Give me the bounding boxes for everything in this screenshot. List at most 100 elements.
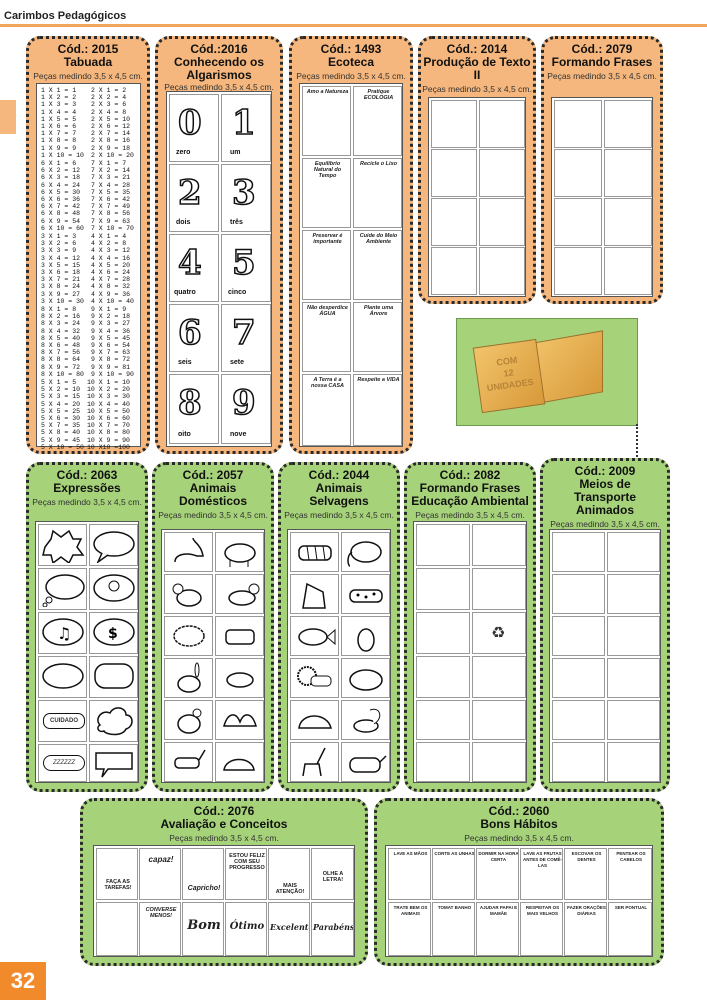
card-name: Expressões — [53, 481, 121, 495]
digit-glyph: 1 — [231, 102, 256, 144]
balloon-icon — [42, 574, 85, 607]
turtle-cell — [215, 742, 264, 782]
habit-caption: TOMAT BANHO — [437, 905, 472, 910]
digit-word: nove — [230, 431, 247, 438]
habit-caption: AJUDAR PAPAI E MAMÃE — [479, 905, 518, 916]
image-cell — [431, 100, 477, 148]
pieces-note: Peças medindo 3,5 x 4,5 cm. — [464, 833, 574, 843]
frases-panel — [551, 97, 653, 297]
sheep-icon — [173, 625, 205, 647]
eco-cell: Cuide do Meio Ambiente — [353, 230, 402, 300]
eco-cell: Plante uma Árvore — [353, 302, 402, 372]
digit-cell-2: 2 dois — [169, 164, 219, 232]
digit-glyph: 2 — [177, 172, 202, 214]
image-cell — [472, 742, 526, 782]
stamp-block-front: COM 12 UNIDADES — [472, 338, 546, 414]
stamp-caption: OLHE A LETRA! — [322, 871, 344, 883]
stamp-caption: Capricho! — [187, 885, 221, 892]
card-name: Formando Frases — [551, 55, 653, 69]
giraffe-icon — [302, 747, 326, 777]
svg-text:$: $ — [108, 626, 118, 642]
image-cell — [604, 149, 652, 197]
habit-cell: LAVE AS MÃOS — [388, 848, 431, 900]
stamp-cell: ESTOU FELIZ COM SEU PROGRESSO — [225, 848, 267, 900]
balloon-cell — [89, 744, 138, 782]
ecoteca-panel: Amo a Natureza Pratique ECOLOGIA Equilíb… — [299, 83, 403, 447]
image-cell — [552, 742, 605, 782]
image-cell — [552, 700, 605, 740]
balloon-cell — [89, 656, 138, 698]
image-cell — [479, 247, 525, 295]
card-name: Produção de Texto II — [423, 55, 531, 82]
image-cell — [552, 574, 605, 614]
image-cell — [604, 198, 652, 246]
wolf-icon — [302, 582, 326, 609]
card-code: Cód.: 2079 — [571, 42, 633, 56]
card-code: Cód.: 2082 — [439, 468, 501, 482]
card-2079-formando-frases: Cód.: 2079 Formando Frases Peças medindo… — [541, 36, 663, 304]
habit-caption: DORMIR NA HORA CERTA — [478, 851, 519, 862]
digit-glyph: 3 — [231, 172, 256, 214]
digit-word: dois — [176, 219, 191, 226]
page-header: Carimbos Pedagógicos — [4, 10, 127, 22]
pieces-note: Peças medindo 3,5 x 4,5 cm. — [547, 71, 657, 81]
image-cell — [552, 616, 605, 656]
sheep-cell — [164, 616, 213, 656]
stamp-caption: CONVERSE MENOS! — [145, 907, 177, 919]
card-name: Animais Domésticos — [178, 481, 248, 508]
balloon-icon — [95, 752, 133, 778]
balloon-icon — [94, 663, 134, 689]
zzz-label: ZZZZZZ — [43, 755, 85, 771]
image-cell — [472, 568, 526, 610]
image-cell — [604, 100, 652, 148]
balloon-cell — [38, 568, 87, 610]
lion-icon — [297, 666, 332, 687]
balloon-cell: ZZZZZZ — [38, 744, 87, 782]
stamp-cell: Ótimo — [225, 902, 267, 956]
habitos-panel: LAVE AS MÃOS CORTE AS UNHAS DORMIR NA HO… — [385, 845, 653, 957]
card-name: Tabuada — [63, 55, 113, 69]
digit-glyph: 7 — [231, 312, 256, 354]
stamp-caption: FAÇA AS TAREFAS! — [104, 879, 132, 891]
pieces-note: Peças medindo 3,5 x 4,5 cm. — [169, 833, 279, 843]
image-cell — [607, 658, 660, 698]
balloon-cell — [89, 568, 138, 610]
producao-panel — [428, 97, 526, 297]
image-cell — [607, 742, 660, 782]
camel-cell — [215, 700, 264, 740]
image-cell — [416, 742, 470, 782]
horse-icon — [174, 749, 206, 769]
chicken-icon — [177, 708, 202, 734]
eco-cell: Não desperdice ÁGUA — [302, 302, 351, 372]
digit-glyph: 4 — [177, 242, 202, 284]
digit-glyph: 9 — [231, 382, 256, 424]
image-cell — [472, 700, 526, 740]
balloon-icon — [93, 531, 135, 563]
balloon-cell: CUIDADO — [38, 700, 87, 742]
digit-word: quatro — [174, 289, 196, 296]
image-cell — [554, 100, 602, 148]
card-code: Cód.: 2063 — [56, 468, 118, 482]
habit-cell: TRATE BEM OS ANIMAIS — [388, 902, 431, 956]
image-cell — [604, 247, 652, 295]
digit-word: sete — [230, 359, 245, 366]
card-code: Cód.: 2057 — [182, 468, 244, 482]
eco-cell: Equilíbrio Natural do Tempo — [302, 158, 351, 228]
stamp-caption: Parabéns — [313, 922, 354, 932]
card-2076-avaliacao-conceitos: Cód.: 2076 Avaliação e Conceitos Peças m… — [80, 798, 368, 966]
card-name: Bons Hábitos — [480, 817, 558, 831]
recycle-icon: ♻ — [491, 623, 506, 642]
card-2014-producao-texto: Cód.: 2014 Produção de Texto II Peças me… — [418, 36, 536, 304]
eco-caption: Equilíbrio Natural do Tempo — [313, 161, 342, 179]
image-cell — [607, 574, 660, 614]
eco-caption: Cuide do Meio Ambiente — [359, 233, 398, 245]
cow-icon — [225, 629, 255, 645]
skunk-cell — [341, 700, 390, 740]
eco-caption: Não desperdice ÁGUA — [307, 305, 348, 317]
habit-caption: TRATE BEM OS ANIMAIS — [393, 905, 428, 916]
eco-cell: Amo a Natureza — [302, 86, 351, 156]
music-balloon-icon: ♫ — [42, 618, 84, 646]
habit-cell: AJUDAR PAPAI E MAMÃE — [476, 902, 519, 956]
